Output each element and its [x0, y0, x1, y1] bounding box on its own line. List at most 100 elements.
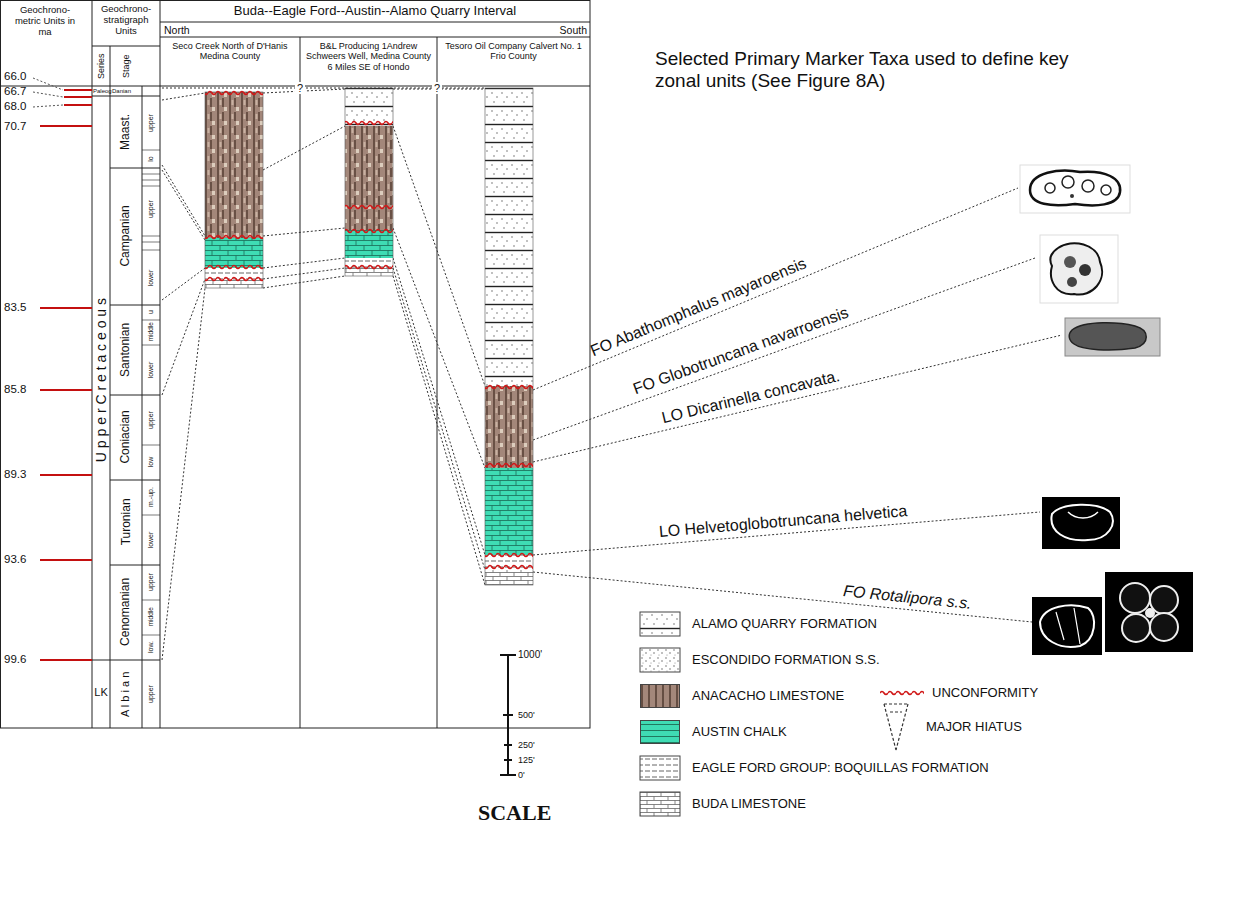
legend-text: EAGLE FORD GROUP: BOQUILLAS FORMATION	[692, 761, 989, 776]
substage-rules	[142, 150, 160, 635]
direction-label: North	[164, 24, 190, 36]
age-leader	[33, 78, 63, 107]
fossil-rotalipora	[1032, 572, 1193, 655]
hiatus-sample	[884, 704, 908, 750]
marker-taxon: LO Helvetoglobotruncana helvetica	[658, 502, 908, 544]
substage-name: upper	[147, 114, 155, 132]
fossil-globotruncana	[1040, 235, 1118, 303]
unconformities	[205, 90, 533, 570]
scale-value: 250'	[518, 740, 535, 750]
unconformity	[205, 264, 263, 270]
scale-title: SCALE	[478, 800, 551, 825]
substage-name: low	[147, 457, 155, 468]
substage-name: lower	[147, 270, 155, 287]
legend-text: AUSTIN CHALK	[692, 725, 787, 740]
marker-line	[533, 188, 1062, 622]
scale-line	[500, 655, 516, 775]
legend-samples	[640, 612, 924, 816]
column-outline	[485, 88, 533, 585]
age-number: 68.0	[4, 100, 26, 113]
alamo-bed	[345, 88, 393, 126]
stage-name: Maast.	[119, 114, 133, 150]
unconformity	[345, 264, 393, 270]
stage-name: Cenomanian	[119, 578, 133, 646]
column-header: Stage	[121, 54, 131, 78]
substage-name: upper	[147, 200, 155, 218]
escondido-sample	[640, 648, 680, 672]
unconformity	[485, 384, 533, 390]
query-mark: ?	[432, 82, 442, 95]
scale-value: 0'	[518, 770, 525, 780]
table-rules	[0, 0, 590, 728]
substage-name: m.-up.	[147, 487, 155, 507]
substage-name: lo	[147, 156, 155, 161]
age-ticks	[33, 78, 92, 660]
stage-name: Santonian	[119, 323, 133, 377]
column-header: Series	[96, 53, 106, 79]
unconformity	[485, 552, 533, 558]
unconformity	[205, 276, 263, 282]
unconformity	[345, 120, 393, 126]
substage-name: u	[147, 310, 155, 314]
austin-chalk-bed	[205, 238, 263, 268]
fossil-abathomphalus	[1020, 165, 1130, 213]
anacacho-bed	[485, 386, 533, 468]
legend-text: UNCONFORMITY	[932, 686, 1038, 701]
fossil-images	[1020, 165, 1193, 655]
legend-text: BUDA LIMESTONE	[692, 797, 806, 812]
stage-rules	[92, 96, 160, 660]
scale-value: 1000'	[518, 649, 542, 661]
stage-name: Danian	[112, 88, 131, 95]
well-header: Seco Creek North of D'Hanis Medina Count…	[163, 41, 297, 62]
column-header: Buda--Eagle Ford--Austin--Alamo Quarry I…	[162, 4, 588, 19]
correlation-line	[263, 89, 345, 288]
unconformity	[205, 234, 263, 240]
table-grid	[0, 0, 590, 728]
stage-name: Coniacian	[119, 410, 133, 463]
anacacho-bed	[205, 92, 263, 238]
correlation-line	[393, 89, 485, 585]
table-frame	[1, 1, 591, 729]
well-header: Tesoro Oil Company Calvert No. 1 Frio Co…	[440, 41, 587, 62]
unconformity	[345, 204, 393, 210]
fossil-dicarinella	[1065, 318, 1160, 356]
unconformity	[485, 462, 533, 468]
age-number: 93.6	[4, 553, 26, 566]
well-columns	[205, 88, 533, 585]
series-label: Paleog	[93, 88, 112, 95]
series-label: U p p e r C r e t a c e o u s	[93, 298, 109, 462]
correlation-lines	[162, 88, 1062, 660]
column-header: Geochrono-metric Units in ma	[12, 5, 78, 38]
direction-label: South	[560, 24, 587, 36]
buda-sample	[640, 792, 680, 816]
age-number: 66.7	[4, 85, 26, 98]
alamo-sample	[640, 612, 680, 636]
legend-text: MAJOR HIATUS	[926, 720, 1022, 735]
eagle-ford-sample	[640, 756, 680, 780]
column-header: Geochrono-stratigraph Units	[93, 4, 159, 37]
unconformity	[345, 228, 393, 234]
age-number: 70.7	[4, 120, 26, 133]
marker-taxon: FO Rotalipora s.s.	[842, 582, 972, 616]
unconformity	[485, 564, 533, 570]
legend-swatch	[640, 684, 680, 708]
legend-text: ESCONDIDO FORMATION S.S.	[692, 653, 880, 668]
alamo-bed	[485, 88, 533, 386]
age-number: 66.0	[4, 70, 26, 83]
substage-name: upper	[147, 573, 155, 591]
age-number: 89.3	[4, 468, 26, 481]
age-tick	[40, 90, 92, 660]
substage-name: lower	[147, 532, 155, 549]
substage-name: lower	[147, 362, 155, 379]
series-label: LK	[94, 686, 107, 699]
well-header: B&L Producing 1Andrew Schweers Well, Med…	[303, 41, 434, 72]
scale-value: 125'	[518, 755, 535, 765]
legend-text: ANACACHO LIMESTONE	[692, 689, 844, 704]
legend-text: ALAMO QUARRY FORMATION	[692, 617, 877, 632]
anacacho-bed	[345, 126, 393, 230]
substage-name: upper	[147, 685, 155, 703]
buda-bed	[485, 570, 533, 585]
age-number: 85.8	[4, 383, 26, 396]
